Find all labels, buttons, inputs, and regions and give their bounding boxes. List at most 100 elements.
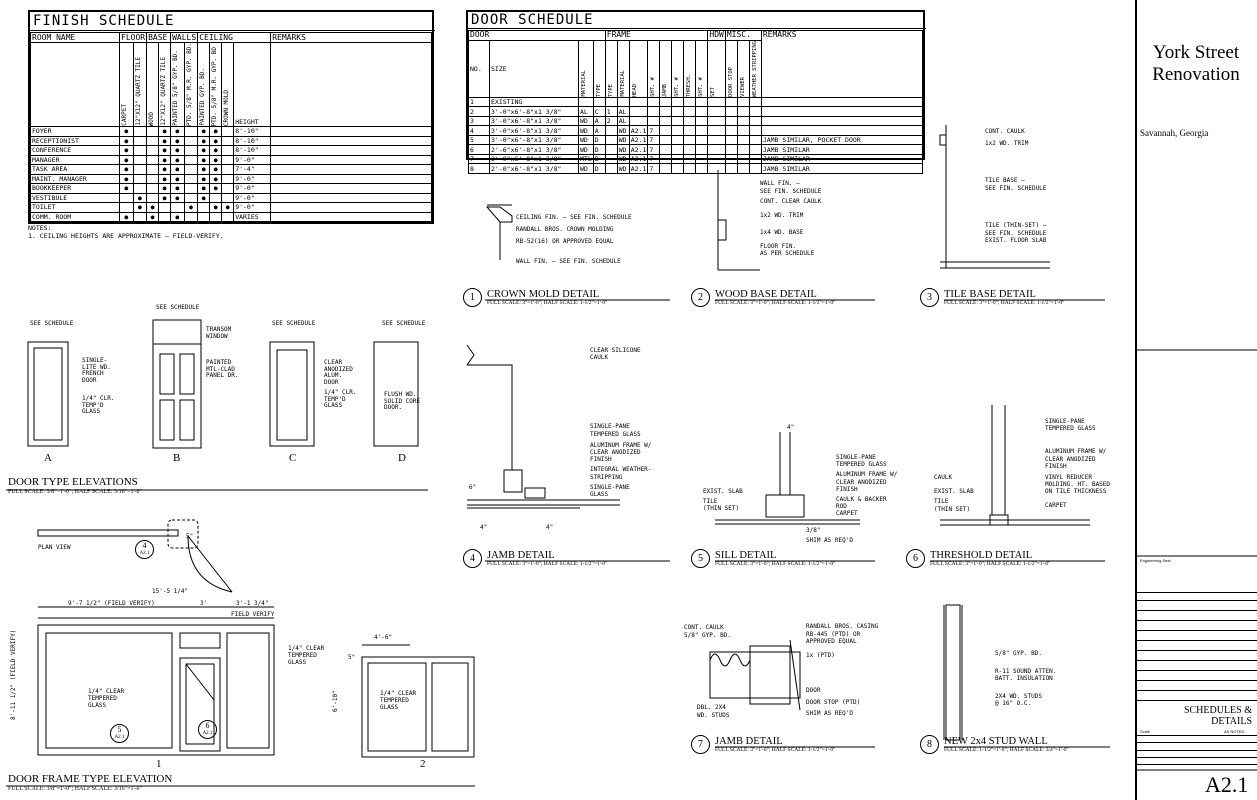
callout-text: RB-445 (PTD) OR (806, 630, 861, 638)
detail-title: WOOD BASE DETAIL (715, 289, 817, 300)
callout-text: ON TILE THICKNESS (1045, 488, 1107, 496)
note-1: 1. CEILING HEIGHTS ARE APPROXIMATE — FIE… (28, 232, 224, 240)
jamb7-studs: DBL. 2X4 WD. STUDS (697, 704, 730, 719)
finish-row: COMM. ROOM●●●VARIES (30, 211, 432, 223)
finish-schedule-table: ROOM NAME FLOOR BASE WALLS CEILING REMAR… (30, 32, 432, 223)
callout-text: TEMPERED GLASS (590, 430, 641, 438)
callout-text: VINYL REDUCER (1045, 474, 1092, 482)
door-letter-b: B (173, 452, 181, 464)
finish-subheader-row: CARPET 12"X12" QUARTZ TILE WOOD 12"X12" … (30, 41, 432, 128)
callout-text: SINGLE-PANE (1045, 418, 1085, 425)
sill-dim: 4" (787, 424, 795, 431)
callout-text: MOLDING. HT. BASED (1045, 481, 1111, 489)
callout-text: @ 16" O.C. (995, 700, 1032, 707)
detail-title: CROWN MOLD DETAIL (487, 289, 600, 300)
callout-text: MTL-CLAD (206, 365, 235, 373)
callout-text: CLEAR (324, 359, 343, 366)
callout-text: SEE FIN. SCHEDULE (985, 184, 1047, 192)
callout-text: PANEL DR. (206, 372, 239, 379)
callout-text: CAULK & BACKER (836, 496, 887, 504)
callout-text: SOLID CORE (384, 397, 421, 405)
finish-mark (158, 211, 172, 223)
room-height: VARIES (233, 211, 272, 223)
callout-text: TILE (THIN-SET) — (985, 222, 1047, 229)
callout-text: RANDALL BROS. CROWN MOLDING (516, 226, 614, 233)
callout-text: GLASS (88, 702, 107, 709)
callout-text: SEE FIN. SCHEDULE (985, 229, 1047, 237)
callout-text: EXIST. SLAB (934, 487, 974, 495)
detail-number: 5 (691, 549, 710, 568)
callout-text: TEMPERED (380, 697, 409, 704)
jamb4-dim-a: 4" (480, 524, 488, 531)
tag-num: 6 (205, 721, 210, 730)
door-letter-c: C (289, 452, 297, 464)
callout-text: SINGLE-PANE (590, 423, 630, 431)
detail-title: JAMB DETAIL (487, 550, 555, 561)
callout-text: SINGLE-PANE (590, 483, 630, 491)
threshold-callouts: SINGLE-PANE TEMPERED GLASS ALUMINUM FRAM… (1045, 418, 1110, 509)
callout-text: WALL FIN. — (760, 180, 800, 187)
callout-text: CARPET (836, 510, 858, 518)
callout-text: TRANSOM (206, 326, 232, 333)
engineer-seal: Engineering Seal (1140, 558, 1171, 563)
callout-text: GLASS (380, 704, 399, 711)
jamb4-callouts: CLEAR SILICONE CAULK SINGLE-PANE TEMPERE… (590, 347, 651, 498)
t2-height: 6'-10" (332, 690, 339, 712)
detail-scale: FULL SCALE: 1-1/2"=1'-0"; HALF SCALE: 3/… (944, 747, 1069, 753)
callout-text: R-11 SOUND ATTEN. (995, 667, 1057, 675)
height-dim: 8'-11 1/2" (FIELD VERIFY) (10, 629, 17, 720)
callout-text: GLASS (324, 402, 343, 409)
callout-text: WINDOW (206, 332, 228, 340)
callout-text: CONT. CAULK (684, 624, 724, 631)
see-schedule-a: SEE SCHEDULE (30, 320, 74, 327)
detail-scale: FULL SCALE: 3"=1'-0"; HALF SCALE: 1-1/2"… (715, 300, 836, 306)
detail-number: 4 (463, 549, 482, 568)
callout-text: CARPET (1045, 501, 1067, 509)
callout-text: GLASS (590, 491, 609, 499)
callout-text: DOOR STOP (PTD) (806, 698, 861, 706)
frame-num-2: 2 (420, 758, 426, 770)
callout-text: GLASS (288, 659, 307, 666)
dim-right: 3'-1 3/4" (236, 600, 269, 607)
jamb4-dim-b: 4" (546, 524, 554, 531)
detail-scale: FULL SCALE: 3"=1'-0"; HALF SCALE: 1-1/2"… (715, 561, 836, 567)
plan-view-label: PLAN VIEW (38, 544, 71, 551)
callout-text: BATT. INSULATION (995, 675, 1053, 682)
callout-text: ALUM. (324, 372, 343, 379)
frame2-glass-note: 1/4" CLEAR TEMPERED GLASS (380, 690, 416, 711)
callout-text: WD. STUDS (697, 711, 730, 719)
title-block (1135, 0, 1257, 800)
sill-callouts: SINGLE-PANE TEMPERED GLASS ALUMINUM FRAM… (836, 454, 897, 518)
callout-text: CAULK (590, 354, 609, 362)
finish-schedule: FINISH SCHEDULE ROOM NAME FLOOR BASE WAL… (28, 10, 435, 224)
detail-scale: FULL SCALE: 3"=1'-0"; HALF SCALE: 1-1/2"… (930, 561, 1051, 567)
dim-mid: 3' (200, 600, 208, 607)
callout-text: FINISH (836, 485, 858, 493)
overall-dim: 15'-5 1/4" (152, 588, 189, 595)
jamb7-right-callouts: RANDALL BROS. CASING RB-445 (PTD) OR APP… (806, 623, 878, 718)
callout-text: INTEGRAL WEATHER- (590, 466, 652, 474)
wood-base-callouts: WALL FIN. — SEE FIN. SCHEDULE CONT. CLEA… (760, 180, 821, 258)
h-size: SIZE (489, 39, 579, 98)
callout-text: SINGLE- (82, 357, 108, 364)
sill-left-callouts: EXIST. SLAB TILE (THIN SET) (703, 488, 743, 513)
callout-text: CONT. CAULK (985, 128, 1025, 135)
frame-types-title: DOOR FRAME TYPE ELEVATION (8, 773, 173, 785)
callout-text: 1x4 WD. BASE (760, 229, 804, 236)
tile-base-callouts: CONT. CAULK 1x2 WD. TRIM TILE BASE — SEE… (985, 128, 1046, 245)
see-schedule-d: SEE SCHEDULE (382, 320, 426, 327)
callout-text: RB-52(16) OR APPROVED EQUAL (516, 238, 614, 245)
callout-text: CLEAR ANODIZED (836, 478, 887, 486)
room-name: COMM. ROOM (30, 211, 120, 223)
door-schedule: DOOR SCHEDULE DOOR FRAME HDW MISC. REMAR… (466, 10, 926, 174)
callout-text: 1x2 WD. TRIM (985, 139, 1029, 147)
callout-text: TEMP'D (82, 401, 104, 409)
door-b-notes: TRANSOM WINDOW PAINTED MTL-CLAD PANEL DR… (206, 326, 239, 380)
detail-scale: FULL SCALE: 3"=1'-0"; HALF SCALE: 1-1/2"… (715, 747, 836, 753)
